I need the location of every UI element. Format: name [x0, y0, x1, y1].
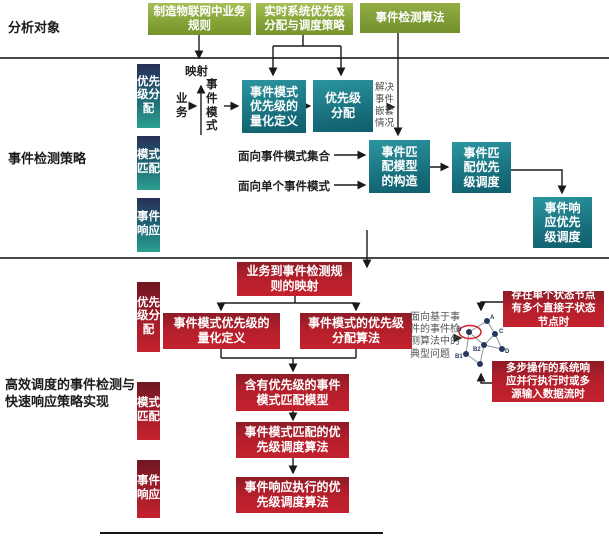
graph-node-label: B2: [473, 347, 481, 353]
side-label-priority-assign-impl: 优先级分配: [137, 282, 160, 352]
box-realtime-strategy: 实时系统优先级分配与调度策略: [256, 3, 353, 35]
section-label-analysis: 分析对象: [8, 20, 61, 35]
graph-node-label: C: [499, 329, 504, 335]
side-label-priority-assign: 优先级分配: [137, 64, 160, 128]
section-label-detection: 事件检测策略: [8, 151, 87, 166]
box-match-schedule: 事件匹配优先级调度: [452, 142, 511, 193]
box-business-rules: 制造物联网中业务规则: [148, 3, 251, 35]
box-rule-mapping: 业务到事件检测规则的映射: [237, 262, 352, 296]
box-quant-definition-impl: 事件模式优先级的量化定义: [163, 313, 280, 349]
typical-problem-note: 面向基于事件的事件检测算法中的典型问题: [410, 312, 460, 360]
mapping-label: 映射: [185, 66, 208, 78]
facing-set-label: 面向事件模式集合: [238, 151, 330, 163]
box-response-schedule-algorithm: 事件响应执行的优先级调度算法: [236, 477, 349, 513]
box-assign-algorithm: 事件模式的优先级分配算法: [300, 313, 412, 349]
box-match-model: 事件匹配模型的构造: [369, 140, 430, 193]
box-quant-definition: 事件模式优先级的量化定义: [242, 80, 306, 133]
section-label-implementation: 高效调度的事件检测与 快速响应策略实现: [5, 377, 145, 411]
side-label-event-response-impl: 事件响应: [137, 460, 160, 518]
nested-note: 解决事件嵌套情况: [375, 82, 395, 130]
box-response-schedule: 事件响应优先级调度: [533, 197, 592, 248]
graph-node-label: D: [505, 349, 510, 355]
business-label: 业务: [176, 93, 188, 119]
callout-single-state-node: 存在单个状态节点有多个直接子状态节点时: [503, 289, 604, 328]
facing-single-label: 面向单个事件模式: [238, 181, 330, 193]
side-label-pattern-match-impl: 模式匹配: [137, 382, 160, 440]
box-priority-assign: 优先级分配: [313, 80, 373, 132]
box-match-schedule-algorithm: 事件模式匹配的优先级调度算法: [236, 422, 349, 458]
box-detection-algorithm: 事件检测算法: [360, 3, 460, 33]
side-label-pattern-match: 模式匹配: [137, 136, 160, 190]
callout-multi-step: 多步操作的系统响应并行执行时或多源输入数据流时: [492, 361, 604, 402]
section-label-implementation-line2: 快速响应策略实现: [5, 393, 110, 409]
side-label-event-response: 事件响应: [137, 198, 160, 252]
box-priority-match-model: 含有优先级的事件模式匹配模型: [236, 374, 349, 411]
section-label-implementation-line1: 高效调度的事件检测与: [5, 377, 136, 392]
event-pattern-label: 事件模式: [206, 79, 218, 133]
graph-node-label: A: [490, 315, 495, 321]
